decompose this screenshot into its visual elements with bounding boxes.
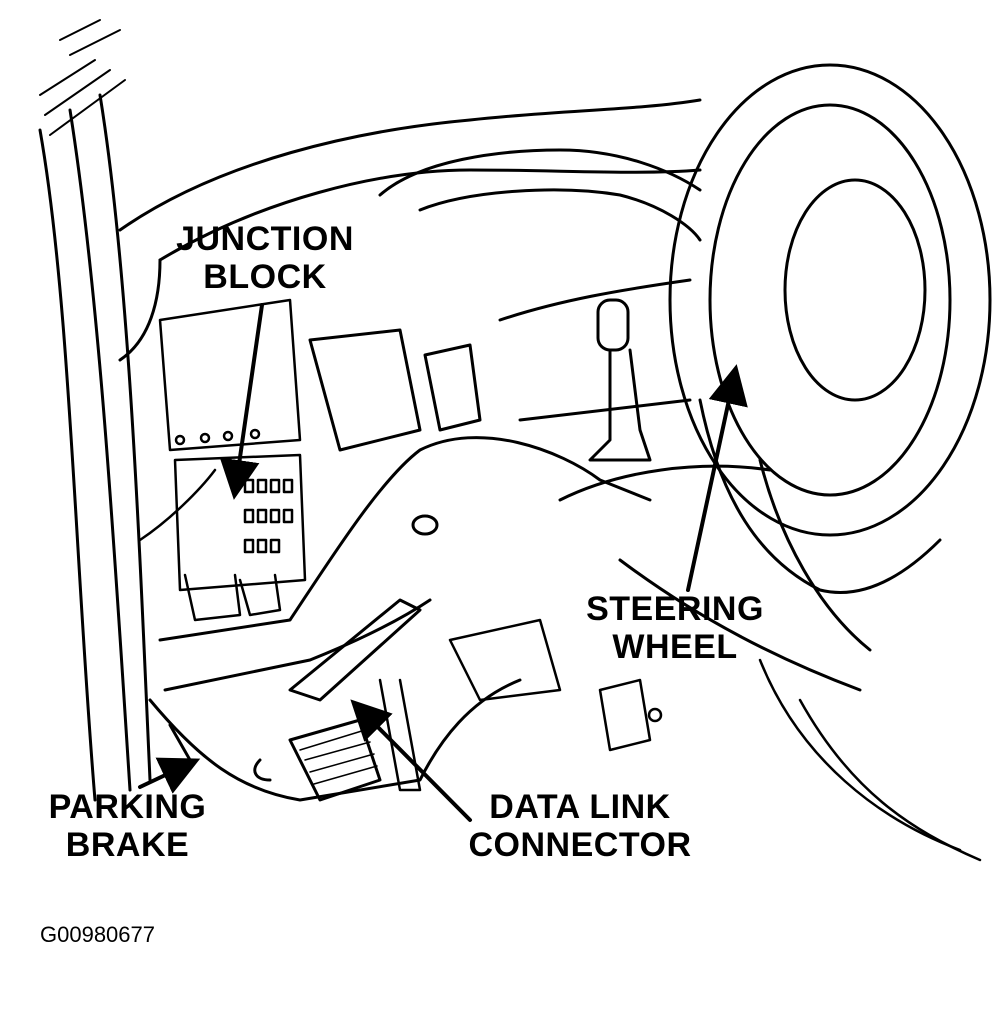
parking-brake-arrow <box>138 757 201 794</box>
steering-wheel-label: STEERING WHEEL <box>570 590 780 666</box>
junction-block-label-line1: JUNCTION <box>176 220 354 258</box>
data-link-connector-label-line2: CONNECTOR <box>468 826 692 864</box>
dashboard-top <box>118 98 702 362</box>
data-link-connector-arrow <box>350 699 472 822</box>
steering-column-shroud <box>308 278 772 502</box>
a-pillar <box>38 19 152 802</box>
figure-code: G00980677 <box>40 922 155 947</box>
data-link-connector-label: DATA LINK CONNECTOR <box>450 788 710 864</box>
steering-wheel <box>618 63 992 692</box>
steering-wheel-label-line2: WHEEL <box>612 628 738 666</box>
junction-block-label-line2: BLOCK <box>203 258 327 296</box>
parking-brake-pedal <box>253 718 382 802</box>
floor-and-door-lines <box>758 658 982 862</box>
parking-brake-label: PARKING BRAKE <box>30 788 225 864</box>
data-link-connector-label-line1: DATA LINK <box>489 788 671 826</box>
steering-wheel-arrow <box>686 364 748 592</box>
leader-arrows <box>138 303 748 822</box>
junction-block-arrow <box>219 303 264 500</box>
junction-block <box>138 298 307 622</box>
parking-brake-label-line2: BRAKE <box>65 826 190 864</box>
steering-wheel-label-line1: STEERING <box>586 590 764 628</box>
lower-dash-panel <box>148 436 652 802</box>
parking-brake-label-line1: PARKING <box>48 788 207 826</box>
junction-block-label: JUNCTION BLOCK <box>160 220 370 296</box>
